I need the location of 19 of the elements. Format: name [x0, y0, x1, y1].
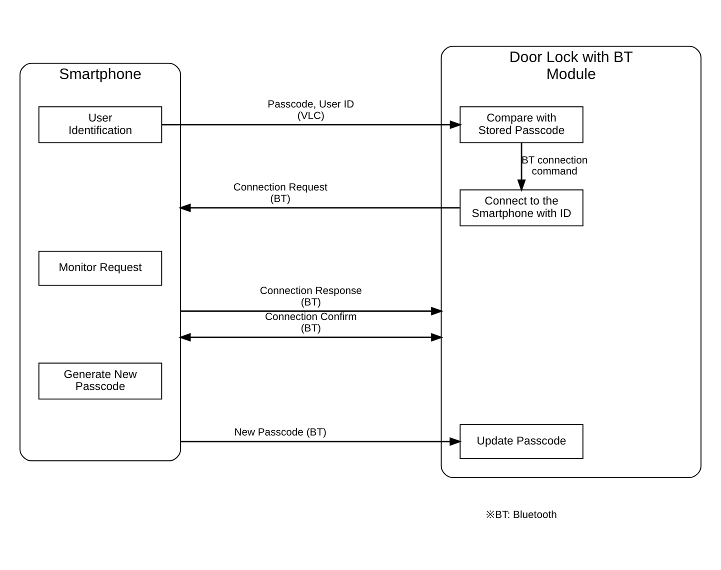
label: ※BT: Bluetooth [486, 509, 557, 520]
edge-label: Connection Request (BT) [233, 182, 328, 204]
edge-label: New Passcode (BT) [234, 427, 327, 438]
node-box: Update Passcode [460, 424, 584, 459]
arrow [178, 203, 460, 212]
edge-label: BT connection command [522, 154, 588, 178]
node-box: Compare with Stored Passcode [460, 106, 584, 143]
arrow [180, 436, 462, 446]
edge-label: Passcode, User ID (VLC) [268, 99, 354, 122]
arrow [178, 332, 444, 342]
arrow [180, 306, 444, 315]
edge-label: Connection Response (BT) [260, 285, 362, 308]
node-box: Connect to the Smartphone with ID [460, 188, 584, 226]
arrow [517, 142, 526, 192]
node-box: Generate New Passcode [38, 362, 162, 400]
arrow [162, 120, 462, 129]
node-box: Monitor Request [38, 250, 162, 286]
edge-label: Connection Confirm (BT) [265, 312, 357, 334]
node-box: User Identification [38, 106, 162, 143]
